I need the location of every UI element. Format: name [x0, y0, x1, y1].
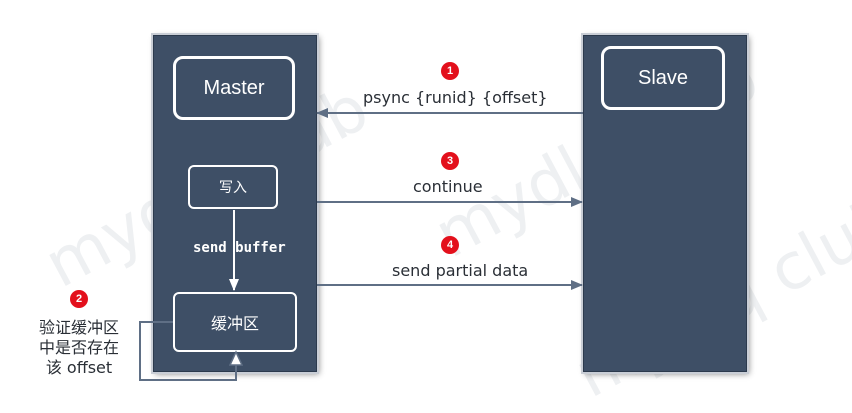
slave-panel: [583, 35, 747, 372]
step-2-badge: 2: [70, 290, 88, 308]
diagram-canvas: mydlq club mydlq club mydlq club Master …: [24, 35, 852, 413]
send-buffer-label: send buffer: [193, 240, 286, 256]
continue-label: continue: [413, 177, 483, 196]
master-panel: [153, 35, 317, 372]
verify-note: 验证缓冲区 中是否存在 该 offset: [24, 318, 134, 378]
send-partial-data-label: send partial data: [392, 261, 529, 280]
arrows-layer: [139, 108, 583, 381]
verify-note-line: 该 offset: [45, 358, 113, 377]
psync-label: psync {runid} {offset}: [363, 88, 548, 107]
step-1-badge: 1: [441, 62, 459, 80]
verify-note-line: 验证缓冲区: [38, 318, 119, 337]
slave-box: Slave: [601, 46, 725, 110]
verify-loop-arrow: [139, 321, 236, 381]
step-3-badge: 3: [441, 152, 459, 170]
master-box: Master: [173, 56, 295, 120]
step-4-badge: 4: [441, 236, 459, 254]
write-box: 写入: [188, 165, 278, 209]
verify-note-line: 中是否存在: [38, 338, 119, 357]
